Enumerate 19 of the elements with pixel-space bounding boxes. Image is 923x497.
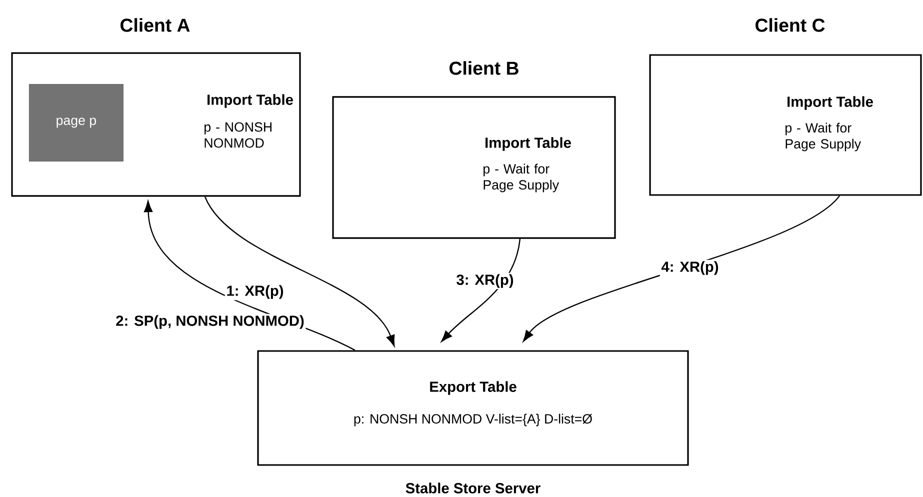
- table-entry: p: NONSH NONMOD V-list={A} D-list=Ø: [354, 414, 592, 426]
- table-title: Import Table: [208, 94, 293, 108]
- table-title: Import Table: [486, 137, 571, 151]
- table-entry: p - Wait for Page Supply: [786, 122, 861, 152]
- table-entry: p - Wait for Page Supply: [484, 164, 559, 192]
- curved-arrow: [441, 238, 521, 342]
- client-heading: Client A: [120, 18, 190, 32]
- table-title: Import Table: [788, 96, 873, 110]
- edge-label: 2: SP(p, NONSH NONMOD): [114, 314, 306, 330]
- server-caption: Stable Store Server: [406, 482, 540, 494]
- edge-label: 1: XR(p): [224, 284, 286, 300]
- page-block: page p: [28, 84, 124, 162]
- edge-label: 4: XR(p): [660, 260, 720, 276]
- edge-label: 3: XR(p): [454, 272, 516, 290]
- table-title: Export Table: [430, 381, 516, 395]
- curved-arrow: [204, 196, 395, 346]
- client-heading: Client C: [756, 18, 825, 32]
- table-entry: p - NONSH NONMOD: [204, 122, 272, 148]
- client-heading: Client B: [450, 61, 518, 75]
